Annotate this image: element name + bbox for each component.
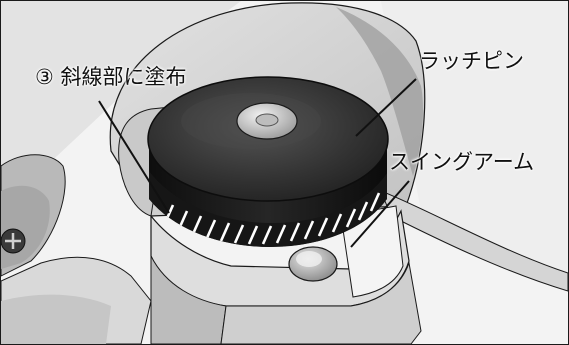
screw-head-icon (1, 228, 26, 254)
leader-swing (350, 180, 410, 248)
leader-lines (98, 78, 417, 248)
swing-arm-label: スイングアーム (389, 150, 535, 174)
housing-shadow (336, 7, 424, 176)
leader-apply (98, 100, 170, 214)
apply-area-label: ③ 斜線部に塗布 (35, 65, 187, 89)
lower-left-shade (1, 294, 111, 344)
latch-pin-hole (255, 113, 279, 127)
swing-arm-base (220, 261, 422, 344)
right-surface (381, 1, 568, 291)
swing-arm-face (340, 205, 404, 298)
latch-pin-label: ラッチピン (419, 49, 524, 73)
leader-latch (355, 78, 417, 137)
right-plate (380, 190, 568, 292)
arm-pivot-icon (288, 246, 338, 282)
